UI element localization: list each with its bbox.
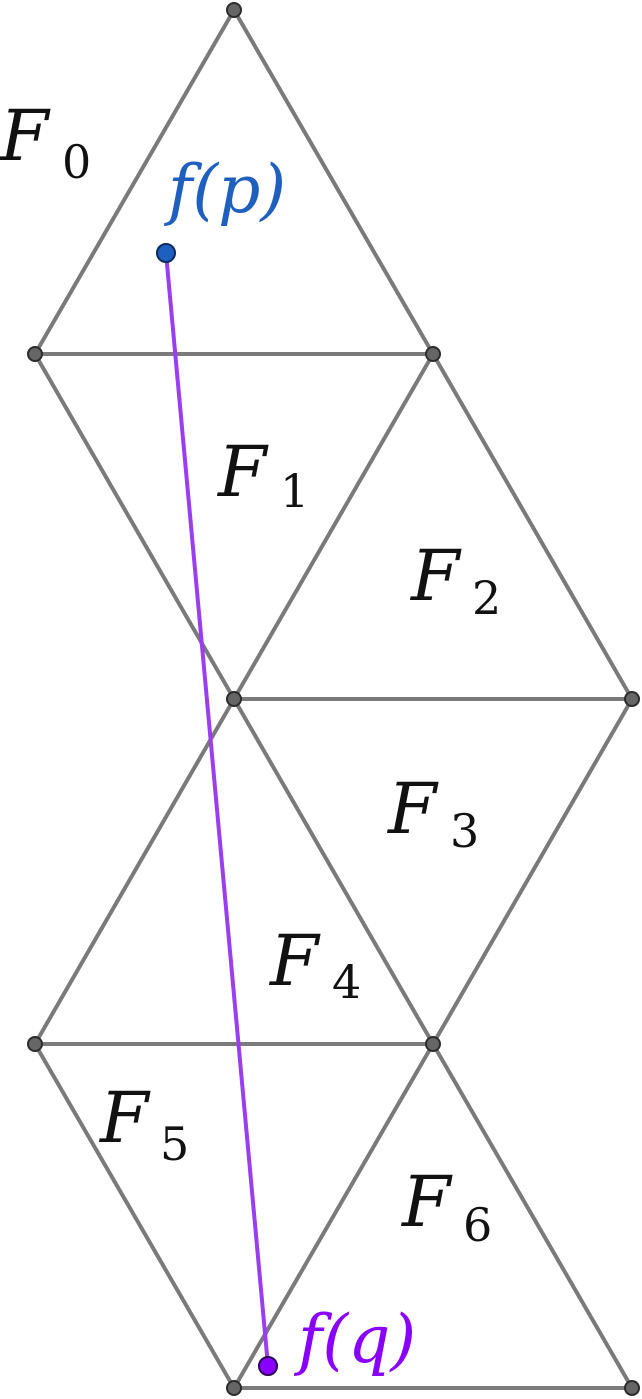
vertex [624,691,640,707]
face-label-subscript: 5 [160,1117,189,1171]
edge [232,352,435,701]
vertex [226,2,242,18]
vertex [27,346,43,362]
edge [33,697,236,1046]
face-label-0: F 0 [0,95,91,189]
face-label-subscript: 2 [472,571,501,625]
edge [431,352,634,701]
face-label-6: F 6 [400,1161,492,1252]
face-label-subscript: 1 [280,464,309,518]
face-label-base: F [386,768,439,850]
point-q-label: f(q) [293,1301,416,1378]
face-label-base: F [98,1077,151,1159]
vertex [226,691,242,707]
geodesic-segment [164,251,270,1368]
face-label-4: F 4 [268,920,361,1009]
face-label-subscript: 4 [332,955,361,1009]
face-label-subscript: 3 [450,804,479,858]
vertex [226,1380,242,1396]
face-label-base: F [400,1161,453,1243]
vertex [27,1036,43,1052]
edge [33,352,236,701]
vertex [624,1380,640,1396]
mesh-vertices [27,2,640,1396]
edge [431,697,634,1046]
vertex [425,1036,441,1052]
face-label-subscript: 6 [463,1198,492,1252]
face-label-2: F 2 [409,535,501,625]
edge [232,1042,435,1390]
face-label-base: F [268,920,321,1002]
vertex [425,346,441,362]
face-label-3: F 3 [386,768,479,858]
edge [431,1042,634,1390]
face-label-1: F 1 [216,431,309,518]
point-q [258,1356,278,1376]
edge [232,697,435,1046]
edge [33,1042,236,1390]
edge [232,8,435,356]
face-label-base: F [216,431,269,513]
mesh-edges [33,8,634,1390]
face-label-5: F 5 [98,1077,189,1171]
face-label-base: F [0,95,51,177]
edge [33,8,236,356]
face-label-subscript: 0 [62,135,91,189]
point-p [156,243,176,263]
point-p-label: f(p) [163,151,286,228]
face-label-base: F [409,535,462,617]
